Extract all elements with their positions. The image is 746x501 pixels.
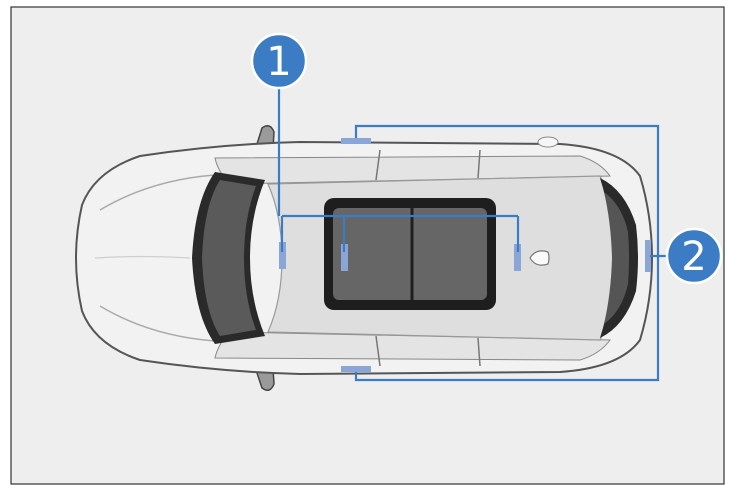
door-seam-bottom-2 (477, 337, 481, 367)
antenna (529, 250, 550, 266)
sensor-mirror-bottom (341, 366, 371, 372)
callout-1-label: 1 (266, 39, 291, 85)
callout-1-circle (250, 32, 308, 90)
hood-crease-top (99, 174, 216, 211)
callout-2-label: 2 (681, 234, 706, 280)
sensor-roof-rear (514, 244, 521, 271)
sensor-mirror-top (341, 138, 371, 144)
door-seam-top-1 (375, 149, 381, 181)
side-panel-top (214, 155, 611, 185)
callout-2: 2 (665, 227, 723, 285)
door-seam-top-2 (477, 149, 481, 179)
rear-window-glass (604, 192, 629, 324)
side-panel-bottom (214, 331, 611, 361)
sensor-windshield (279, 242, 286, 269)
windshield-glass (202, 180, 256, 336)
sensor-rear (645, 240, 651, 272)
fuel-cap (537, 136, 559, 148)
car-top-view (75, 125, 654, 391)
leader-lines (277, 82, 668, 382)
callout-1: 1 (250, 32, 308, 90)
sunroof-glass (333, 208, 487, 300)
hood-center (94, 255, 191, 259)
sensor-group (279, 138, 651, 372)
callout-2-circle (665, 227, 723, 285)
door-seam-bottom-1 (375, 335, 381, 367)
sensor-roof-front (341, 244, 348, 271)
hood-crease-bottom (99, 305, 216, 342)
